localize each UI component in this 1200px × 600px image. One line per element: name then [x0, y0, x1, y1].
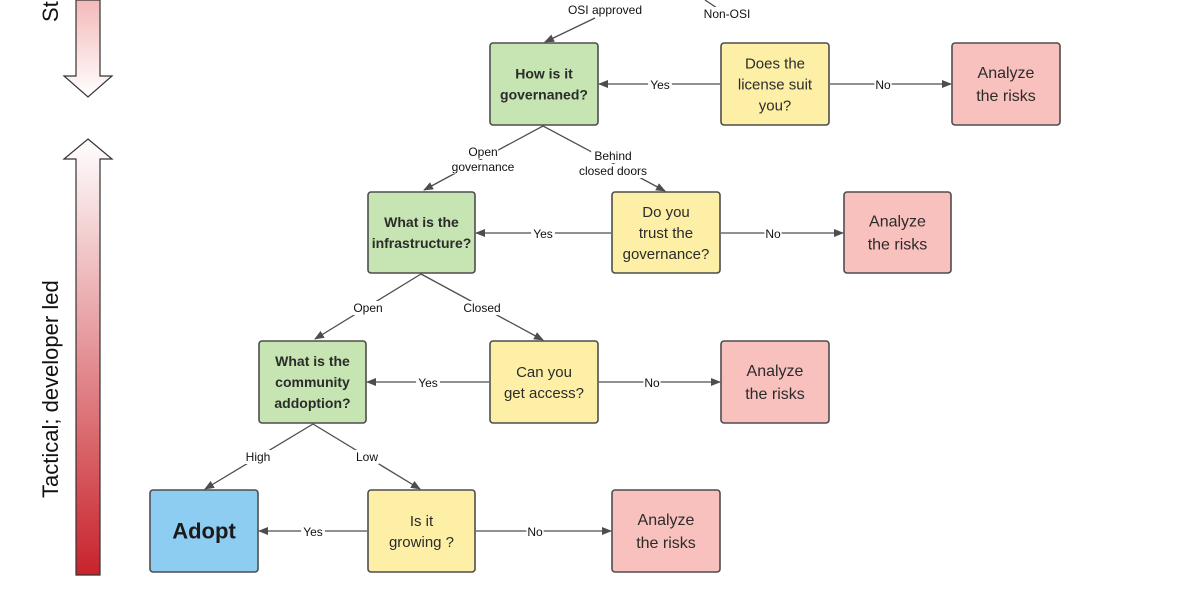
edge-label-bg [643, 376, 661, 390]
node-license-suit: Does the license suit you? [720, 42, 830, 126]
node-text: get access? [504, 385, 584, 402]
node-text: Analyze [978, 65, 1035, 82]
node-box [489, 340, 599, 424]
node-text: the risks [745, 386, 805, 403]
node-text: the risks [636, 535, 696, 552]
edge-label-bg [591, 149, 635, 163]
edge-osi [544, 17, 596, 43]
node-box [720, 340, 830, 424]
node-analyze-1: Analyze the risks [951, 42, 1061, 126]
node-infrastructure: What is the infrastructure? [367, 191, 476, 274]
edge-label-bg [460, 301, 504, 315]
node-box [611, 191, 721, 274]
edge-label-bg [242, 450, 274, 464]
node-box [367, 191, 476, 274]
edge-label-bg [448, 160, 518, 174]
node-text: infrastructure? [372, 235, 472, 251]
node-analyze-4: Analyze the risks [611, 489, 721, 573]
node-box [367, 489, 476, 573]
edge-label-closed: Closed [463, 301, 500, 315]
node-text: Analyze [638, 512, 695, 529]
edge-label-no-3: No [644, 376, 660, 390]
edge-label-no-1: No [875, 78, 891, 92]
node-text: What is the [275, 353, 350, 369]
node-box [149, 489, 259, 573]
node-is-growing: Is it growing ? [367, 489, 476, 573]
side-scale: St Tactical; developer led [38, 0, 114, 576]
edge-label-closed-doors: closed doors [579, 164, 647, 178]
node-analyze-2: Analyze the risks [843, 191, 952, 274]
node-text: growing ? [389, 534, 454, 551]
edge-label-yes-2: Yes [533, 227, 553, 241]
edge-label-bg [764, 227, 782, 241]
node-get-access: Can you get access? [489, 340, 599, 424]
node-adopt: Adopt [149, 489, 259, 573]
edge-label-bg [701, 7, 753, 21]
edge-label-bg [563, 3, 647, 17]
node-box [951, 42, 1061, 126]
edge-label-non-osi: Non-OSI [704, 7, 751, 21]
node-text: you? [759, 97, 792, 114]
tactical-arrow [62, 138, 114, 576]
nodes: How is it governaned? Does the license suit… [149, 42, 1061, 573]
node-trust-governance: Do you trust the governance? [611, 191, 721, 274]
node-box [843, 191, 952, 274]
edge-label-yes-1: Yes [650, 78, 670, 92]
edge-label-bg [874, 78, 892, 92]
node-text: the risks [868, 237, 928, 254]
node-text: Analyze [869, 214, 926, 231]
node-how-governed: How is it governaned? [489, 42, 599, 126]
edge-label-bg [301, 525, 325, 539]
edge-label-high: High [246, 450, 271, 464]
edge-label-bg [526, 525, 544, 539]
node-text: governaned? [500, 86, 588, 102]
node-text: governance? [623, 246, 710, 263]
edge-label-bg [352, 301, 384, 315]
node-analyze-3: Analyze the risks [720, 340, 830, 424]
node-text: Adopt [172, 519, 236, 544]
edge-label-yes-3: Yes [418, 376, 438, 390]
node-community-adoption: What is the community addoption? [258, 340, 367, 424]
edge-label-bg [416, 376, 440, 390]
node-text: Do you [642, 204, 690, 221]
edge-label-open-governance: governance [452, 160, 515, 174]
node-text: license suit [738, 76, 813, 93]
node-box [489, 42, 599, 126]
edge-label-osi-approved: OSI approved [568, 3, 642, 17]
strategic-label: St [38, 1, 63, 22]
edge-label-open: Open [353, 301, 382, 315]
edge-label-bg [531, 227, 555, 241]
edge-label-bg [355, 450, 379, 464]
node-box [258, 340, 367, 424]
node-text: Does the [745, 55, 805, 72]
edge-label-low: Low [356, 450, 378, 464]
node-text: Can you [516, 364, 572, 381]
node-box [720, 42, 830, 126]
edge-label-open-governance: Open [468, 145, 497, 159]
edge-label-yes-4: Yes [303, 525, 323, 539]
edge-label-no-2: No [765, 227, 781, 241]
tactical-label: Tactical; developer led [38, 280, 63, 498]
node-text: the risks [976, 88, 1036, 105]
node-box [611, 489, 721, 573]
edge-label-bg [571, 164, 655, 178]
node-text: trust the [639, 225, 693, 242]
edge-label-bg [648, 78, 672, 92]
node-text: Analyze [747, 363, 804, 380]
edge-label-no-4: No [527, 525, 543, 539]
node-text: How is it [515, 65, 573, 81]
node-text: What is the [384, 214, 459, 230]
node-text: Is it [410, 513, 434, 530]
node-text: addoption? [274, 395, 350, 411]
edge-label-bg [467, 145, 499, 159]
strategic-arrow [62, 0, 114, 98]
node-text: community [275, 374, 350, 390]
edge-label-closed-doors: Behind [594, 149, 631, 163]
